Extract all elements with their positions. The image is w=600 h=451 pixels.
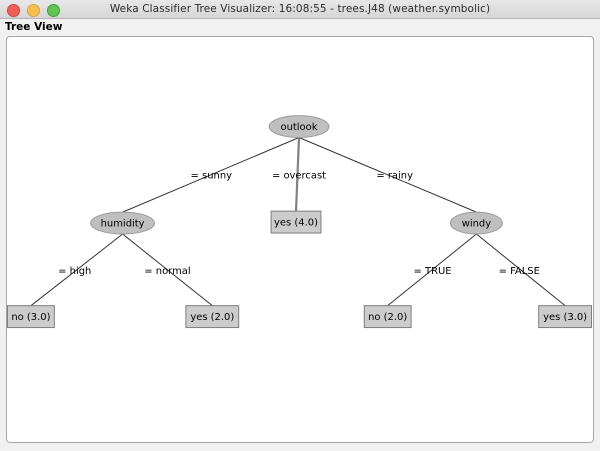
tree-edge-label: = TRUE	[414, 266, 452, 277]
window-title: Weka Classifier Tree Visualizer: 16:08:5…	[109, 3, 491, 15]
tree-leaf-node[interactable]: yes (4.0)	[270, 210, 322, 234]
tree-leaf-node[interactable]: no (3.0)	[7, 305, 55, 329]
leaf-node-shape	[363, 305, 412, 329]
leaf-node-shape	[538, 305, 593, 329]
tree-leaf-node[interactable]: yes (2.0)	[185, 305, 240, 329]
tree-edge-label: = overcast	[272, 170, 326, 181]
leaf-node-label: yes (3.0)	[543, 312, 587, 323]
decision-node-shape	[449, 211, 503, 235]
tree-view-panel[interactable]: = sunny = overcast = rainy = high = normal = …	[6, 36, 594, 443]
window-controls	[7, 4, 60, 17]
tree-edge	[298, 137, 477, 213]
tree-edge-labels-layer: = sunny = overcast = rainy = high = normal = …	[58, 170, 540, 277]
minimize-button[interactable]	[27, 4, 40, 17]
tree-edge	[387, 233, 477, 307]
tree-decision-node[interactable]: humidity	[90, 211, 155, 235]
tree-edge-label: = sunny	[191, 170, 233, 181]
tree-view-label: Tree View	[5, 21, 63, 33]
window-content: Tree View = sunny = overcast = rainy = high…	[0, 20, 600, 451]
tree-nodes-layer: outlook humidity windy yes (4.0) no (3.0) yes…	[7, 115, 593, 329]
decision-node-shape	[90, 211, 155, 235]
leaf-node-label: yes (2.0)	[190, 312, 234, 323]
tree-edge-label: = FALSE	[499, 266, 540, 277]
tree-edge	[122, 233, 213, 307]
maximize-button[interactable]	[47, 4, 60, 17]
decision-node-shape	[268, 115, 330, 139]
tree-edge	[30, 233, 123, 307]
tree-edge-label: = rainy	[376, 170, 413, 181]
close-button[interactable]	[7, 4, 20, 17]
leaf-node-shape	[7, 305, 55, 329]
leaf-node-shape	[185, 305, 240, 329]
window-titlebar[interactable]: Weka Classifier Tree Visualizer: 16:08:5…	[0, 0, 600, 19]
decision-node-label: humidity	[101, 219, 145, 230]
tree-edges-layer	[30, 137, 566, 307]
tree-edge-label: = high	[58, 266, 91, 277]
decision-node-label: outlook	[281, 122, 318, 133]
tree-edge	[122, 137, 300, 213]
tree-edge	[294, 137, 301, 212]
tree-decision-node[interactable]: windy	[449, 211, 503, 235]
leaf-node-label: yes (4.0)	[274, 218, 318, 229]
leaf-node-label: no (3.0)	[11, 312, 50, 323]
tree-edge-label: = normal	[144, 266, 190, 277]
tree-leaf-node[interactable]: no (2.0)	[363, 305, 412, 329]
leaf-node-shape	[270, 210, 322, 234]
tree-decision-node[interactable]: outlook	[268, 115, 330, 139]
leaf-node-label: no (2.0)	[368, 312, 407, 323]
tree-edge	[476, 233, 566, 307]
decision-tree-canvas[interactable]: = sunny = overcast = rainy = high = normal = …	[7, 37, 593, 442]
decision-node-label: windy	[462, 219, 492, 230]
tree-leaf-node[interactable]: yes (3.0)	[538, 305, 593, 329]
